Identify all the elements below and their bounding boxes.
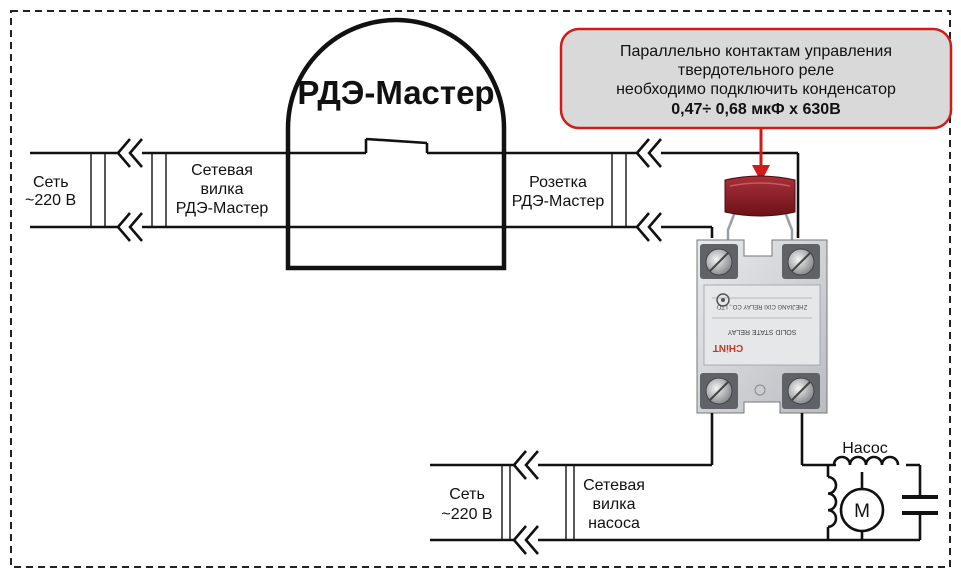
socket-rdm-label: Розетка РДЭ-Мастер	[512, 174, 605, 210]
relay-plate-text: CHiNT SOLID STATE RELAY ZHEJIANG CIXI RE…	[712, 297, 812, 353]
mains-bottom-label: Сеть ~220 В	[441, 486, 492, 523]
callout-line2: твердотельного реле	[678, 62, 834, 79]
relay-line1: SOLID STATE RELAY	[727, 328, 796, 335]
plug-pump-line1: Сетевая	[583, 477, 645, 494]
dashed-frame	[10, 10, 951, 568]
plug-pump-line2: вилка	[592, 496, 635, 513]
plug-pump-label: Сетевая вилка насоса	[583, 477, 645, 532]
pump-winding-left	[821, 475, 838, 529]
rdm-housing	[285, 17, 507, 271]
socket-rdm-line1: Розетка	[529, 174, 587, 191]
pump-winding-top	[832, 455, 906, 472]
plug-rdm-line1: Сетевая	[191, 162, 253, 179]
mains-top-label: Сеть ~220 В	[25, 174, 76, 209]
callout-box	[559, 27, 953, 130]
top-wires	[30, 137, 800, 238]
pump-capacitor	[902, 495, 938, 515]
mains-top-line2: ~220 В	[25, 192, 76, 209]
callout-line4: 0,47÷ 0,68 мкФ х 630В	[671, 101, 841, 118]
callout-arrow	[752, 128, 770, 182]
plug-pump-line3: насоса	[588, 515, 640, 532]
rdm-title: РДЭ-Мастер	[297, 74, 494, 111]
motor-circle	[839, 487, 885, 533]
plug-chevrons-bottom	[512, 450, 539, 555]
mains-bottom-line2: ~220 В	[441, 506, 492, 523]
callout-line1: Параллельно контактам управления	[620, 43, 892, 60]
relay-line2: ZHEJIANG CIXI RELAY CO., LTD	[716, 303, 807, 309]
callout-text: Параллельно контактам управления твердот…	[616, 43, 896, 118]
callout-line3: необходимо подключить конденсатор	[616, 81, 896, 98]
socket-rdm-line2: РДЭ-Мастер	[512, 193, 605, 210]
motor-symbol: M	[854, 501, 870, 522]
plug-rdm-label: Сетевая вилка РДЭ-Мастер	[176, 162, 269, 217]
plug-chevrons-top-left	[116, 138, 143, 242]
relay-brand: CHiNT	[713, 342, 744, 353]
solid-state-relay	[696, 211, 828, 414]
pump-label: Насос	[842, 440, 888, 457]
connector-bars-bottom	[501, 465, 575, 540]
film-capacitor	[724, 175, 796, 217]
mains-top-line1: Сеть	[33, 174, 69, 191]
plug-rdm-line3: РДЭ-Мастер	[176, 200, 269, 217]
mains-bottom-line1: Сеть	[449, 486, 485, 503]
plug-rdm-line2: вилка	[200, 181, 243, 198]
connector-bars-top	[90, 153, 627, 227]
socket-chevrons-top	[635, 138, 662, 242]
